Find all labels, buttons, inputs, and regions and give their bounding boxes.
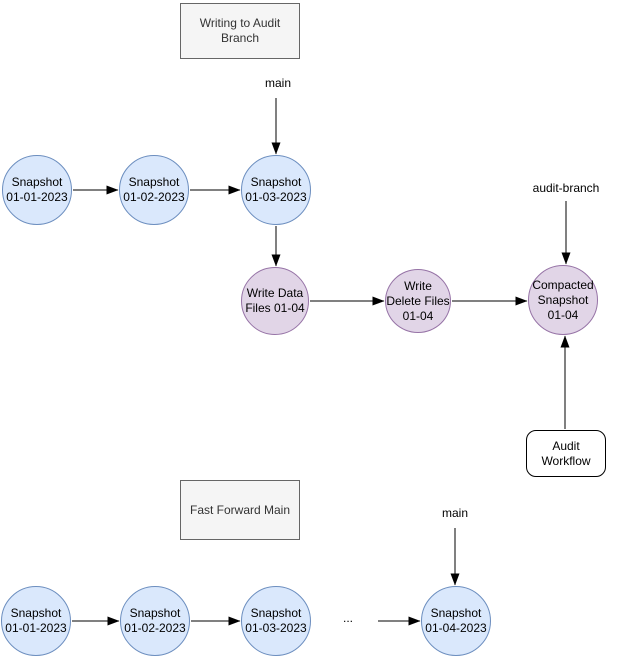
fast-forward-main-title: Fast Forward Main xyxy=(180,480,300,540)
node-compacted-snapshot: Compacted Snapshot 01-04 xyxy=(528,265,598,335)
node-ff-snapshot-01-04-2023: Snapshot 01-04-2023 xyxy=(421,586,491,656)
node-write-delete-files: Write Delete Files 01-04 xyxy=(385,269,451,333)
node-write-data-files: Write Data Files 01-04 xyxy=(241,267,309,335)
writing-to-audit-branch-title: Writing to Audit Branch xyxy=(180,3,300,59)
node-snapshot-01-02-2023: Snapshot 01-02-2023 xyxy=(119,155,189,225)
node-ff-snapshot-01-03-2023: Snapshot 01-03-2023 xyxy=(241,586,311,656)
node-ff-snapshot-01-01-2023: Snapshot 01-01-2023 xyxy=(1,586,71,656)
audit-branch-label: audit-branch xyxy=(532,181,600,195)
node-snapshot-01-01-2023: Snapshot 01-01-2023 xyxy=(2,155,72,225)
node-snapshot-01-03-2023: Snapshot 01-03-2023 xyxy=(241,155,311,225)
main-branch-label-bottom: main xyxy=(441,506,468,520)
node-ff-snapshot-01-02-2023: Snapshot 01-02-2023 xyxy=(120,586,190,656)
audit-workflow-box: Audit Workflow xyxy=(526,430,606,477)
ellipsis-label: ... xyxy=(342,611,353,625)
main-branch-label-top: main xyxy=(264,76,291,90)
